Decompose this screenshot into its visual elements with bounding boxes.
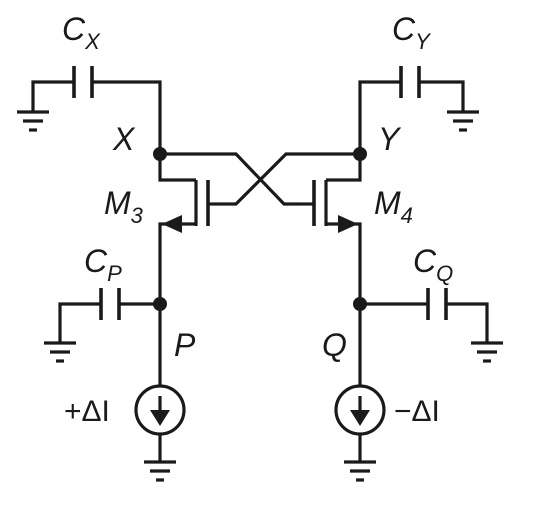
label-node-q: Q [322, 327, 347, 363]
label-cx: CX [62, 11, 101, 54]
current-source-left [134, 304, 186, 462]
current-source-right [334, 304, 386, 462]
ground-icon [471, 341, 503, 363]
label-m4: M4 [374, 185, 413, 228]
label-m3: M3 [104, 185, 144, 228]
ground-icon [144, 460, 176, 482]
label-cy: CY [392, 11, 431, 54]
label-source-right: −ΔI [394, 395, 440, 428]
node-q-dot [353, 297, 367, 311]
node-p-dot [153, 297, 167, 311]
node-y-dot [353, 147, 367, 161]
label-cq: CQ [413, 243, 453, 286]
label-source-left: +ΔI [64, 395, 110, 428]
node-x-dot [153, 147, 167, 161]
cross-coupling-wires [160, 152, 360, 206]
capacitor-cx [31, 66, 162, 154]
label-node-p: P [174, 327, 196, 363]
ground-icon [44, 341, 76, 363]
capacitor-cy [358, 66, 465, 154]
label-node-x: X [112, 121, 136, 157]
ground-icon [447, 110, 479, 132]
label-node-y: Y [378, 121, 402, 157]
ground-icon [17, 110, 49, 132]
transistor-m3 [158, 154, 218, 304]
label-cp: CP [84, 243, 122, 286]
capacitor-cp [58, 288, 160, 343]
capacitor-cq [360, 288, 489, 343]
transistor-m4 [300, 154, 362, 304]
ground-icon [344, 460, 376, 482]
